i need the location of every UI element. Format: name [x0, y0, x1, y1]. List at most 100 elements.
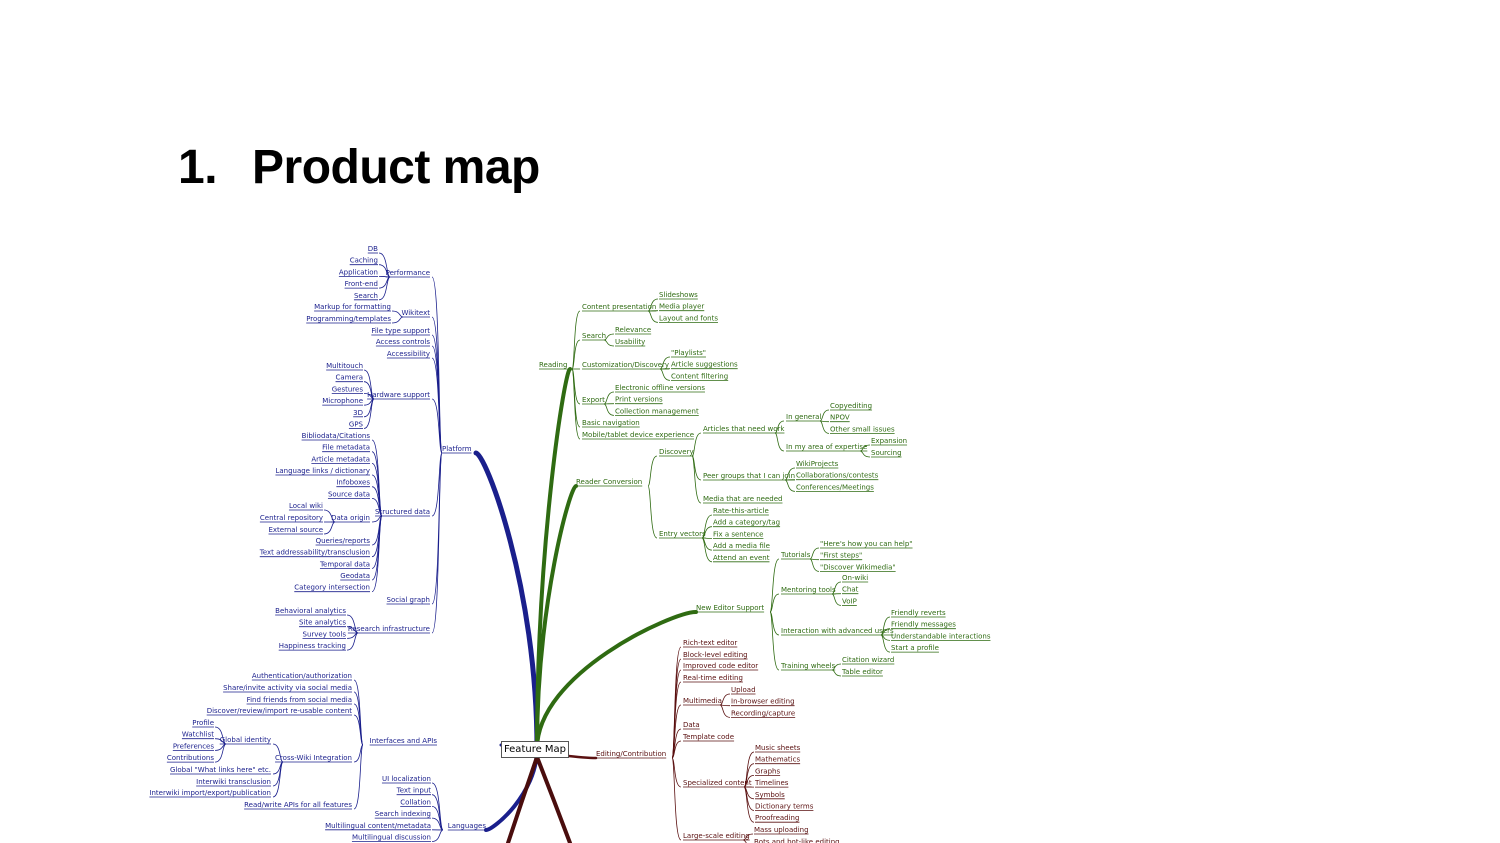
connector — [647, 485, 658, 539]
main-branch — [535, 484, 578, 751]
node-peer-groups-that-i-can-join: Peer groups that I can join — [703, 472, 795, 480]
connector — [391, 316, 404, 324]
node-other-small-issues: Other small issues — [830, 425, 895, 433]
connector — [774, 420, 785, 434]
node-mass-uploading: Mass uploading — [754, 826, 809, 834]
node-multimedia: Multimedia — [683, 697, 722, 705]
node-profile: Profile — [192, 719, 214, 727]
connector — [819, 409, 830, 422]
node-relevance: Relevance — [615, 326, 651, 334]
node-platform: Platform — [442, 445, 472, 453]
connector — [323, 521, 336, 535]
node-reading: Reading — [539, 361, 567, 369]
node-add-a-media-file: Add a media file — [713, 542, 770, 550]
node-queries-reports: Queries/reports — [316, 537, 371, 545]
node-db: DB — [368, 245, 378, 253]
node-reader-conversion: Reader Conversion — [576, 478, 642, 486]
node-print-versions: Print versions — [615, 396, 663, 404]
node-on-wiki: On-wiki — [842, 574, 868, 582]
connector — [691, 455, 702, 504]
node-find-friends-from-social-media: Find friends from social media — [247, 696, 352, 704]
connector — [603, 339, 615, 347]
node-content-presentation: Content presentation — [582, 303, 656, 311]
connector — [743, 786, 755, 823]
node-export: Export — [582, 396, 605, 404]
node-behavioral-analytics: Behavioral analytics — [275, 607, 346, 615]
node-chat: Chat — [842, 586, 859, 594]
slide-title-text: Product map — [252, 141, 540, 194]
node-usability: Usability — [615, 338, 645, 346]
connector — [742, 839, 747, 843]
node-friendly-messages: Friendly messages — [891, 621, 956, 629]
node-discovery: Discovery — [659, 448, 694, 456]
node-dictionary-terms: Dictionary terms — [755, 803, 814, 811]
node-research-infrastructure: Research infrastructure — [348, 625, 430, 633]
node-mobile-tablet-device-experience: Mobile/tablet device experience — [582, 431, 694, 439]
node-text-addressability-transclusion: Text addressability/transclusion — [259, 549, 370, 557]
node-template-code: Template code — [682, 733, 734, 741]
main-branch — [535, 610, 698, 751]
node-collation: Collation — [400, 798, 431, 806]
node-multitouch: Multitouch — [326, 362, 363, 370]
node-music-sheets: Music sheets — [755, 744, 801, 752]
connector — [272, 743, 284, 763]
node-attend-an-event: Attend an event — [713, 554, 770, 562]
node-in-browser-editing: In-browser editing — [731, 698, 795, 706]
connector — [214, 743, 227, 751]
node-data-origin: Data origin — [331, 514, 370, 522]
connector — [769, 558, 780, 613]
node-multilingual-discussion: Multilingual discussion — [352, 834, 431, 842]
node-search: Search — [582, 332, 606, 340]
node-layout-and-fonts: Layout and fonts — [659, 314, 718, 322]
connector — [353, 691, 364, 746]
node-expansion: Expansion — [871, 437, 907, 445]
node-mathematics: Mathematics — [755, 756, 800, 764]
node-entry-vectors: Entry vectors — [659, 530, 706, 538]
node-programming-templates: Programming/templates — [306, 315, 391, 323]
connector — [571, 339, 581, 370]
node-accessibility: Accessibility — [387, 350, 430, 358]
node-mentoring-tools: Mentoring tools — [781, 586, 836, 594]
connector — [719, 704, 731, 718]
connector — [603, 403, 615, 416]
node-temporal-data: Temporal data — [319, 560, 370, 568]
node-collection-management: Collection management — [615, 407, 699, 415]
connector — [353, 714, 364, 746]
node-multilingual-content-metadata: Multilingual content/metadata — [325, 822, 431, 830]
node-proofreading: Proofreading — [755, 814, 799, 822]
node-articles-that-need-work: Articles that need work — [703, 425, 785, 433]
node-article-metadata: Article metadata — [311, 455, 370, 463]
node-microphone: Microphone — [322, 397, 363, 405]
node-discover-wikimedia: "Discover Wikimedia" — [820, 563, 896, 571]
node-gps: GPS — [349, 421, 364, 429]
node-search: Search — [354, 292, 378, 300]
node-friendly-reverts: Friendly reverts — [891, 609, 946, 617]
node-search-indexing: Search indexing — [375, 810, 431, 818]
connector — [647, 310, 659, 323]
connector — [671, 757, 682, 841]
node-block-level-editing: Block-level editing — [683, 651, 748, 659]
node-interwiki-transclusion: Interwiki transclusion — [196, 778, 271, 786]
node-interaction-with-advanced-users: Interaction with advanced users — [781, 627, 894, 635]
node-camera: Camera — [336, 374, 363, 382]
node-fix-a-sentence: Fix a sentence — [713, 530, 763, 538]
node-playlists: "Playlists" — [671, 349, 706, 357]
node-interfaces-and-apis: Interfaces and APIs — [370, 737, 438, 745]
connector — [774, 432, 785, 452]
connector — [671, 740, 682, 759]
node-media-that-are-needed: Media that are needed — [703, 495, 782, 503]
node-basic-navigation: Basic navigation — [582, 419, 640, 427]
connector — [272, 761, 284, 798]
node-content-filtering: Content filtering — [671, 372, 728, 380]
connector — [831, 669, 842, 677]
node-upload: Upload — [731, 686, 756, 694]
node-source-data: Source data — [328, 490, 370, 498]
main-branch — [506, 755, 539, 843]
node-graphs: Graphs — [755, 767, 780, 775]
node-wikitext: Wikitext — [401, 309, 430, 317]
node-interwiki-import-export-publication: Interwiki import/export/publication — [149, 789, 271, 797]
connector — [353, 744, 364, 810]
connector — [819, 420, 830, 434]
connector — [363, 398, 375, 429]
